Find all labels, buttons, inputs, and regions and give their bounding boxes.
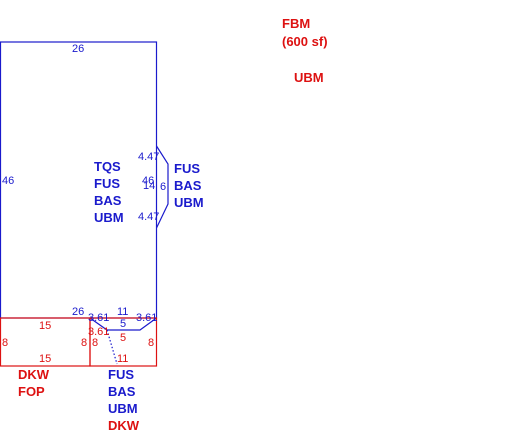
main-code-1: TQS bbox=[94, 159, 121, 174]
lower-dim-bottom: 11 bbox=[117, 353, 128, 365]
deck-area bbox=[0, 317, 158, 367]
main-dim-right: 46 bbox=[142, 175, 154, 187]
lower-section-divider bbox=[106, 329, 118, 365]
lower-section bbox=[89, 317, 157, 365]
bay-window-outline bbox=[155, 145, 169, 229]
lower-section-outline bbox=[89, 317, 158, 367]
main-dim-top: 26 bbox=[72, 43, 84, 55]
deck-code-2: FOP bbox=[18, 384, 45, 399]
main-dim-left: 46 bbox=[2, 175, 14, 187]
bay-code-1: FUS bbox=[174, 161, 200, 176]
bay-code-3: UBM bbox=[174, 195, 204, 210]
subtitle: UBM bbox=[294, 70, 324, 85]
bay-dim-front: 6 bbox=[160, 181, 166, 193]
deck-dim-left: 8 bbox=[2, 337, 8, 349]
main-code-2: FUS bbox=[94, 176, 120, 191]
lower-dim-left-diag: 3.61 bbox=[88, 312, 109, 324]
deck-dim-top: 15 bbox=[39, 320, 51, 332]
lower-code-3: UBM bbox=[108, 401, 138, 416]
lower-dim-inner-bottom: 5 bbox=[120, 332, 126, 344]
bay-code-2: BAS bbox=[174, 178, 202, 193]
lower-code-1: FUS bbox=[108, 367, 134, 382]
bay-window bbox=[155, 145, 169, 229]
lower-code-4: DKW bbox=[108, 418, 140, 433]
lower-dim-left: 8 bbox=[92, 337, 98, 349]
bay-dim-depth: 14 bbox=[143, 180, 155, 192]
lower-dim-inner-top: 5 bbox=[120, 318, 126, 330]
lower-dim-inner-diag: 3.61 bbox=[88, 326, 109, 338]
bay-dim-lower-diag: 4.47 bbox=[138, 211, 159, 223]
main-code-4: UBM bbox=[94, 210, 124, 225]
lower-dim-right-diag: 3.61 bbox=[136, 312, 157, 324]
lower-dim-right: 8 bbox=[148, 337, 154, 349]
deck-dim-right: 8 bbox=[81, 337, 87, 349]
lower-code-2: BAS bbox=[108, 384, 136, 399]
deck-dim-bottom: 15 bbox=[39, 353, 51, 365]
main-area bbox=[0, 41, 158, 319]
title-line1: FBM bbox=[282, 16, 310, 31]
lower-section-inner-outline bbox=[89, 317, 157, 331]
main-dim-bottom: 26 bbox=[72, 306, 84, 318]
main-code-3: BAS bbox=[94, 193, 122, 208]
deck-code-1: DKW bbox=[18, 367, 50, 382]
bay-dim-upper-diag: 4.47 bbox=[138, 151, 159, 163]
main-area-outline bbox=[0, 41, 158, 319]
title-line2: (600 sf) bbox=[282, 34, 328, 49]
lower-dim-top: 11 bbox=[117, 306, 128, 318]
